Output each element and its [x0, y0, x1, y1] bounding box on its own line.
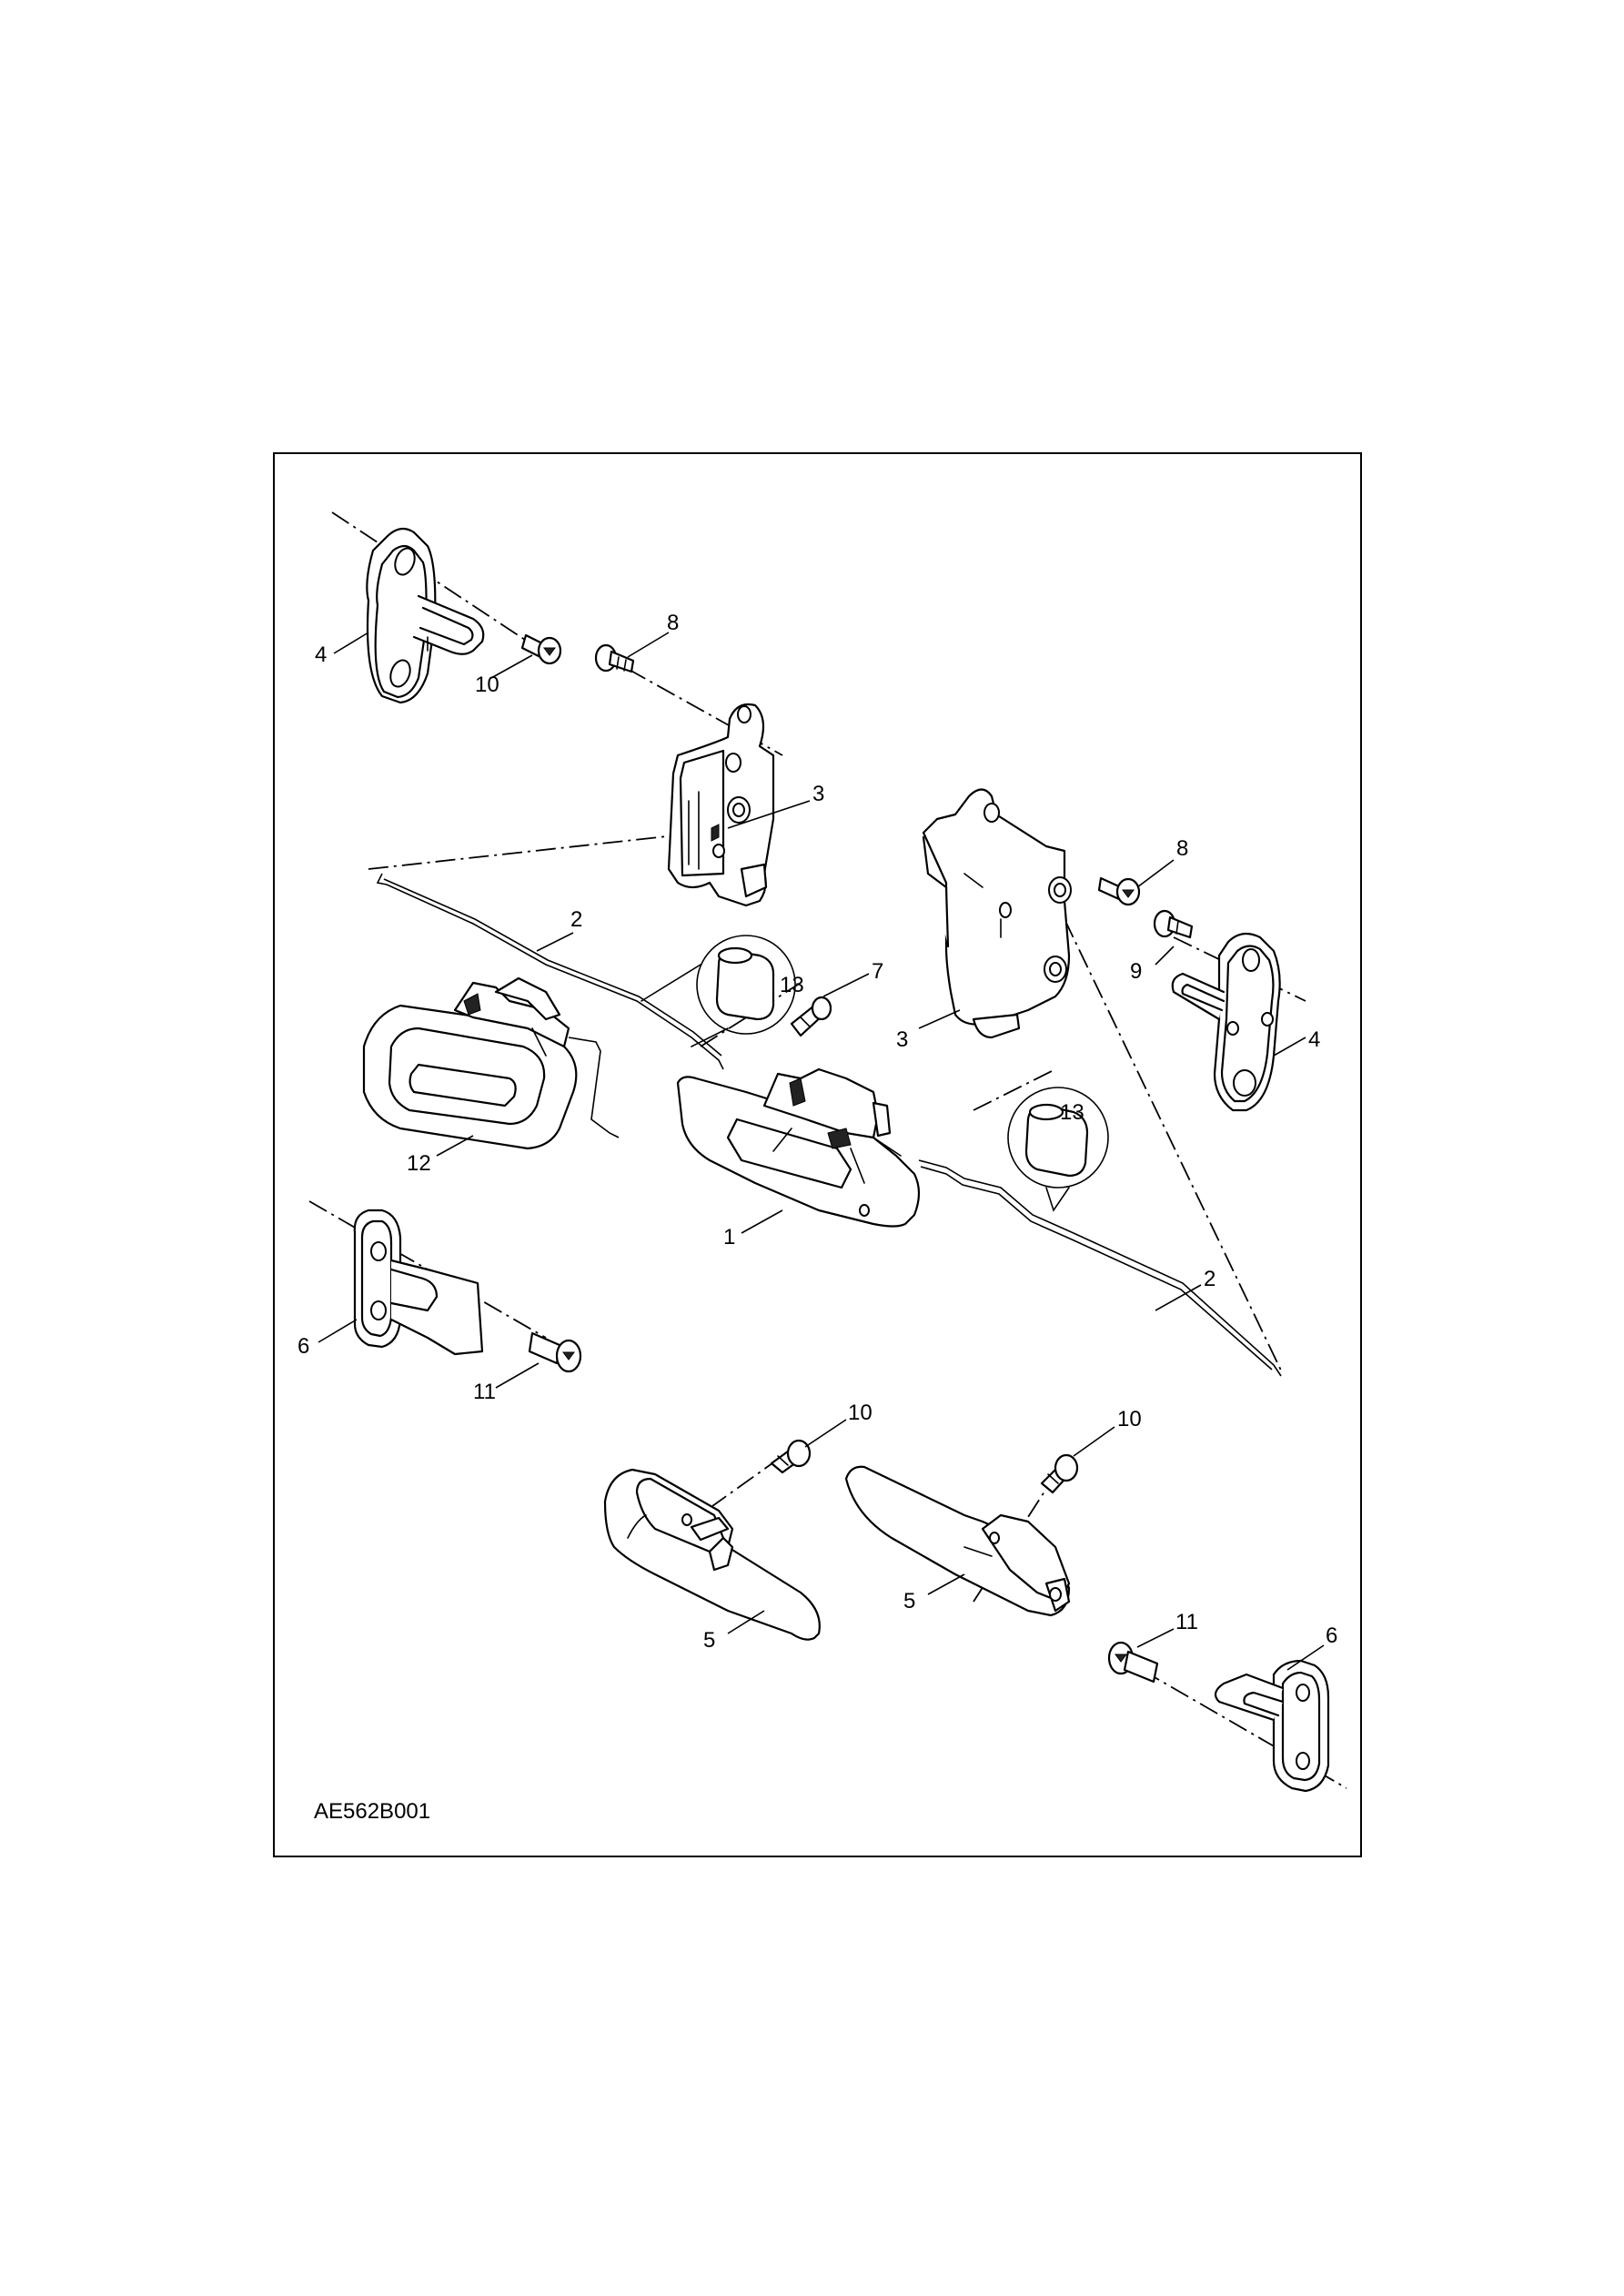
callout-6-left: 6 — [298, 1334, 309, 1359]
bushing-13-right — [1007, 1087, 1109, 1212]
callout-5-right: 5 — [903, 1589, 915, 1613]
callout-2-right: 2 — [1204, 1267, 1215, 1291]
figure-reference-code: AE562B001 — [314, 1799, 430, 1824]
bolt-11-right — [1107, 1641, 1159, 1684]
callout-3-right: 3 — [896, 1027, 908, 1052]
callout-11-left: 11 — [473, 1380, 496, 1404]
callout-10-right: 10 — [1117, 1407, 1142, 1431]
callout-4-right: 4 — [1308, 1027, 1320, 1052]
callout-12: 12 — [407, 1151, 431, 1176]
tailgate-handle-12 — [362, 976, 620, 1150]
callout-8-right: 8 — [1176, 836, 1188, 861]
bolt-8-right — [1097, 876, 1141, 906]
bolt-10-right — [1040, 1453, 1079, 1494]
striker-bracket-right — [1171, 932, 1281, 1112]
inner-handle-right — [844, 1465, 1071, 1617]
bushing-13-left — [641, 935, 796, 1047]
callout-3-center: 3 — [812, 782, 824, 806]
callout-6-right: 6 — [1326, 1623, 1337, 1648]
callout-labels: 4 10 8 3 2 13 7 8 9 3 4 12 13 1 2 6 11 1… — [298, 611, 1337, 1653]
bolt-11-left — [528, 1331, 582, 1373]
bolt-9-upper — [520, 633, 562, 665]
striker-plate-lower-left — [353, 1209, 484, 1356]
callout-9-right: 9 — [1130, 959, 1142, 984]
figure-frame — [273, 452, 1362, 1857]
leader-lines — [318, 632, 1325, 1671]
callout-1: 1 — [723, 1225, 735, 1249]
control-rod-left — [376, 873, 724, 1070]
callout-8-upper: 8 — [667, 611, 679, 635]
bolt-8-upper — [594, 643, 635, 673]
striker-bracket-upper-left — [366, 527, 485, 704]
striker-plate-lower-right — [1214, 1659, 1330, 1793]
bolt-9-right — [1153, 909, 1194, 939]
callout-13-right: 13 — [1060, 1100, 1084, 1125]
latch-center — [667, 703, 775, 907]
bolt-10-left — [770, 1439, 812, 1474]
callout-13-left: 13 — [780, 973, 804, 997]
tailgate-handle-1 — [676, 1067, 921, 1228]
control-rod-right — [918, 1159, 1282, 1377]
callout-11-right: 11 — [1175, 1610, 1198, 1634]
bolt-7 — [790, 996, 832, 1037]
callout-7: 7 — [872, 959, 883, 984]
callout-9-upper: 10 — [475, 673, 499, 697]
callout-5-left: 5 — [703, 1628, 715, 1653]
callout-10-left: 10 — [848, 1401, 873, 1425]
latch-right — [922, 788, 1072, 1039]
callout-2-left: 2 — [570, 907, 582, 932]
callout-4-upper-left: 4 — [315, 642, 327, 667]
inner-handle-left — [603, 1468, 821, 1641]
